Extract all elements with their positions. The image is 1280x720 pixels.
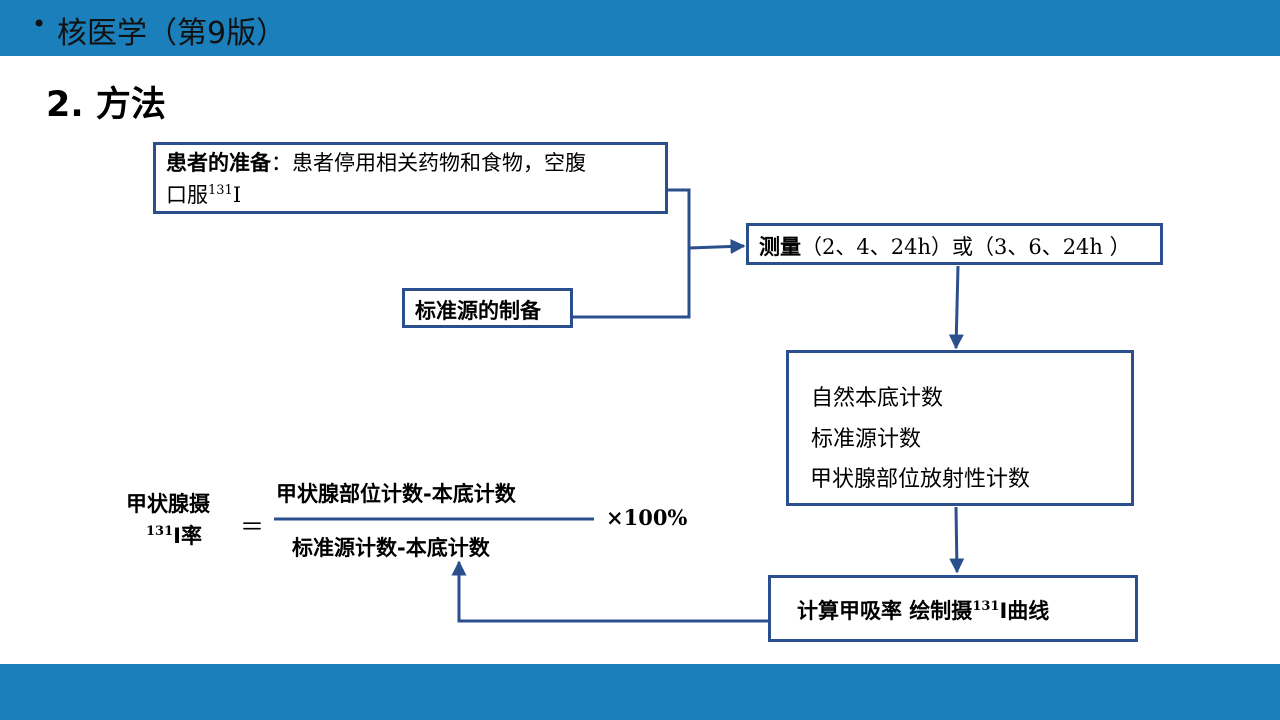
formula-multiplier: ×100% [606,505,688,530]
measurement-box: 测量（2、4、24h）或（3、6、24h ） [746,223,1163,265]
section-title: 2. 方法 [46,85,166,125]
count-item-thyroid: 甲状腺部位放射性计数 [810,467,1031,492]
formula-denominator: 标准源计数-本底计数 [292,536,490,560]
patient-preparation-box: 患者的准备：患者停用相关药物和食物，空腹 口服131I [153,142,668,214]
formula-numerator: 甲状腺部位计数-本底计数 [276,482,516,506]
preparation-text-1: 患者停用相关药物和食物，空腹 [292,151,586,175]
arrow-to-calc [949,506,965,574]
connector-prep [573,188,691,319]
header-bullet: • [32,10,47,38]
formula-lhs-line2: 131I率 [146,520,202,550]
measurement-label: 测量 [759,235,801,259]
formula-equals: ＝ [240,513,264,541]
standard-source-label: 标准源的制备 [415,299,541,323]
preparation-isotope-symbol: I [232,183,242,207]
preparation-colon: ： [271,151,292,175]
preparation-label: 患者的准备 [166,151,271,175]
formula-lhs-text: I率 [173,524,202,548]
counts-box: 自然本底计数 标准源计数 甲状腺部位放射性计数 [786,350,1134,506]
count-item-standard: 标准源计数 [811,427,922,452]
standard-source-box: 标准源的制备 [402,288,573,328]
arrow-to-formula [451,560,768,623]
header-title: 核医学（第9版） [57,16,287,51]
arrow-to-measure [688,238,746,254]
header-bar: • 核医学（第9版） [0,0,1280,56]
calculation-text-b: I曲线 [999,599,1050,623]
calculation-isotope-mass: 131 [972,599,1000,614]
calculation-text-a: 计算甲吸率 绘制摄 [797,599,973,623]
preparation-isotope-mass: 131 [208,183,233,198]
formula-lhs-line1: 甲状腺摄 [126,492,210,516]
formula-lhs-mass: 131 [146,524,174,539]
measurement-times: （2、4、24h）或（3、6、24h ） [801,235,1131,259]
footer-bar [0,664,1280,720]
count-item-background: 自然本底计数 [811,386,944,411]
calculation-box: 计算甲吸率 绘制摄131I曲线 [768,575,1138,642]
preparation-text-2: 口服 [166,183,208,207]
arrow-to-counts [948,265,964,350]
